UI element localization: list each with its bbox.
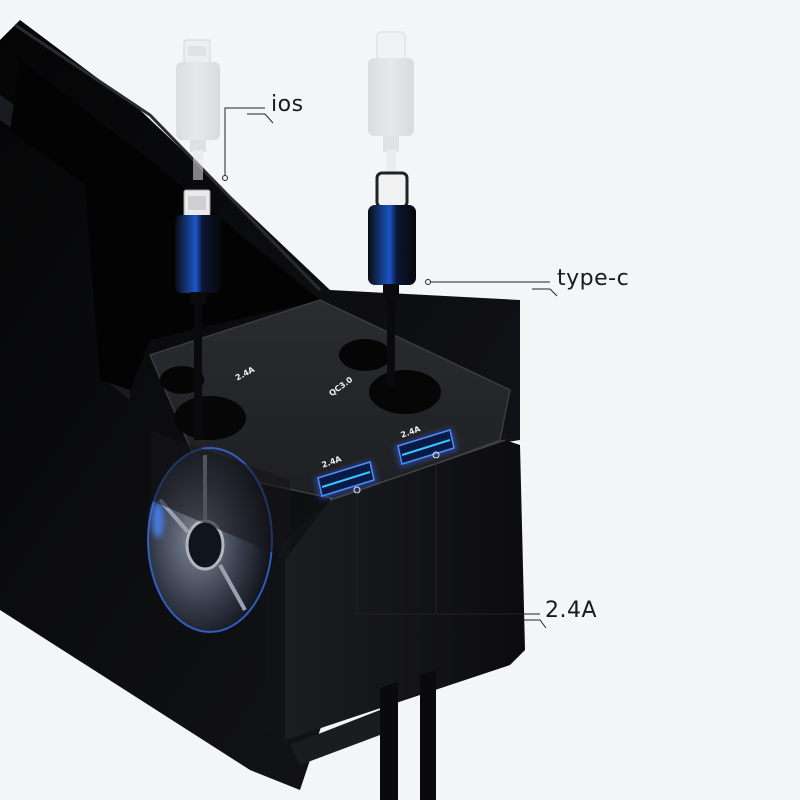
lightning-connector [175,189,221,440]
lightning-connector-ghost [176,39,220,180]
front-face [265,439,525,740]
callout-typec-label: type-c [557,266,630,291]
mount-clip [290,670,436,800]
typec-connector [368,171,416,386]
callout-usb-leader [356,458,547,629]
callout-ios-leader [222,107,274,181]
typec-connector-ghost [368,31,414,178]
callout-ios-label: ios [271,92,304,117]
socket-lightning [160,366,246,440]
usb-port-2 [394,428,458,468]
cable-reel [147,430,290,633]
usb-port-1 [314,460,378,500]
callout-typec-leader [425,279,558,297]
callout-usb-label: 2.4A [545,598,598,623]
